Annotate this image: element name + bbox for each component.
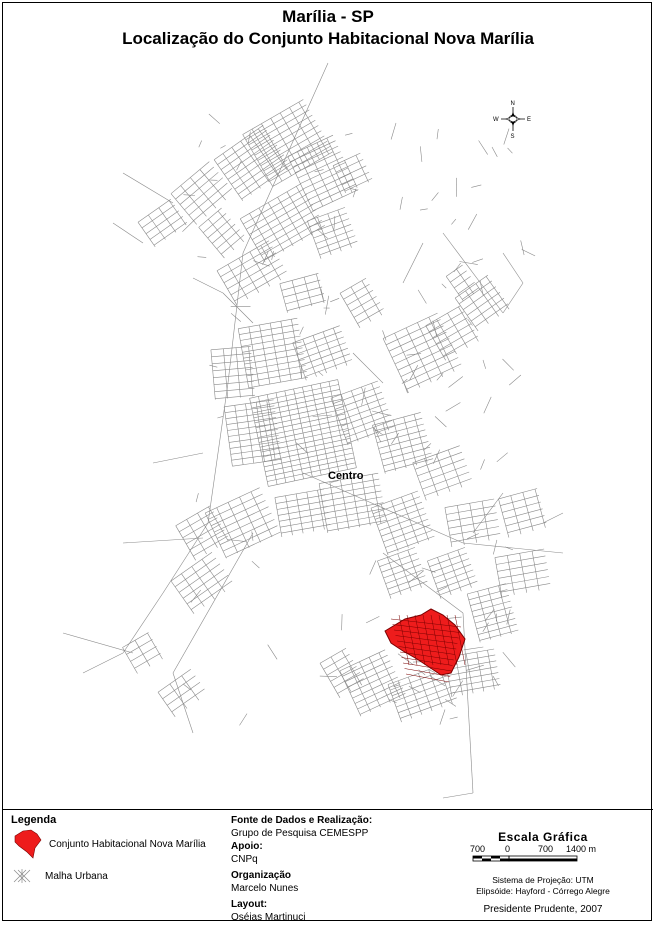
- scale-labels: 700 0 700 1400 m: [443, 844, 643, 855]
- centro-label: Centro: [328, 470, 364, 482]
- place-date: Presidente Prudente, 2007: [443, 904, 643, 915]
- legend-panel: Legenda Conjunto Habitacional Nova Maríl…: [3, 809, 653, 925]
- red-area-swatch-icon: [13, 828, 43, 860]
- legend-label-nova-marilia: Conjunto Habitacional Nova Marília: [49, 839, 206, 850]
- scale-bar: [443, 855, 643, 863]
- layout-label: Layout:: [231, 898, 372, 911]
- scale-label-0: 700: [470, 844, 485, 854]
- projection-info: Sistema de Projeção: UTM Elipsóide: Hayf…: [443, 875, 643, 897]
- scale-label-3: 1400 m: [566, 844, 596, 854]
- scale-label-2: 700: [538, 844, 553, 854]
- projection-line-2: Elipsóide: Hayford - Córrego Alegre: [443, 886, 643, 897]
- scale-block: Escala Gráfica 700 0 700 1400 m Sistema …: [443, 830, 643, 915]
- fonte-label: Fonte de Dados e Realização:: [231, 814, 372, 827]
- fonte-value: Grupo de Pesquisa CEMESPP: [231, 827, 372, 840]
- compass-w: W: [493, 117, 499, 123]
- nova-marilia-area: [385, 609, 465, 675]
- org-label: Organização: [231, 869, 372, 882]
- compass-n: N: [511, 101, 515, 107]
- urban-street-network: [63, 63, 563, 798]
- projection-line-1: Sistema de Projeção: UTM: [443, 875, 643, 886]
- map-canvas: Centro N S E W: [3, 53, 653, 803]
- legend-title: Legenda: [11, 814, 56, 826]
- legend-item-nova-marilia: Conjunto Habitacional Nova Marília: [13, 828, 206, 860]
- legend-label-malha-urbana: Malha Urbana: [45, 871, 108, 882]
- scale-title: Escala Gráfica: [443, 830, 643, 844]
- map-title: Marília - SP: [3, 7, 653, 27]
- compass-s: S: [511, 134, 515, 140]
- credits-block: Fonte de Dados e Realização: Grupo de Pe…: [231, 814, 372, 924]
- org-value: Marcelo Nunes: [231, 882, 372, 895]
- legend-item-malha-urbana: Malha Urbana: [13, 868, 108, 884]
- apoio-label: Apoio:: [231, 840, 372, 853]
- layout-value: Oséias Martinuci: [231, 911, 372, 924]
- map-subtitle: Localização do Conjunto Habitacional Nov…: [3, 29, 653, 49]
- compass-e: E: [527, 117, 531, 123]
- apoio-value: CNPq: [231, 853, 372, 866]
- compass-rose: N S E W: [493, 101, 531, 140]
- street-grid-swatch-icon: [13, 868, 33, 884]
- scale-label-1: 0: [505, 844, 510, 854]
